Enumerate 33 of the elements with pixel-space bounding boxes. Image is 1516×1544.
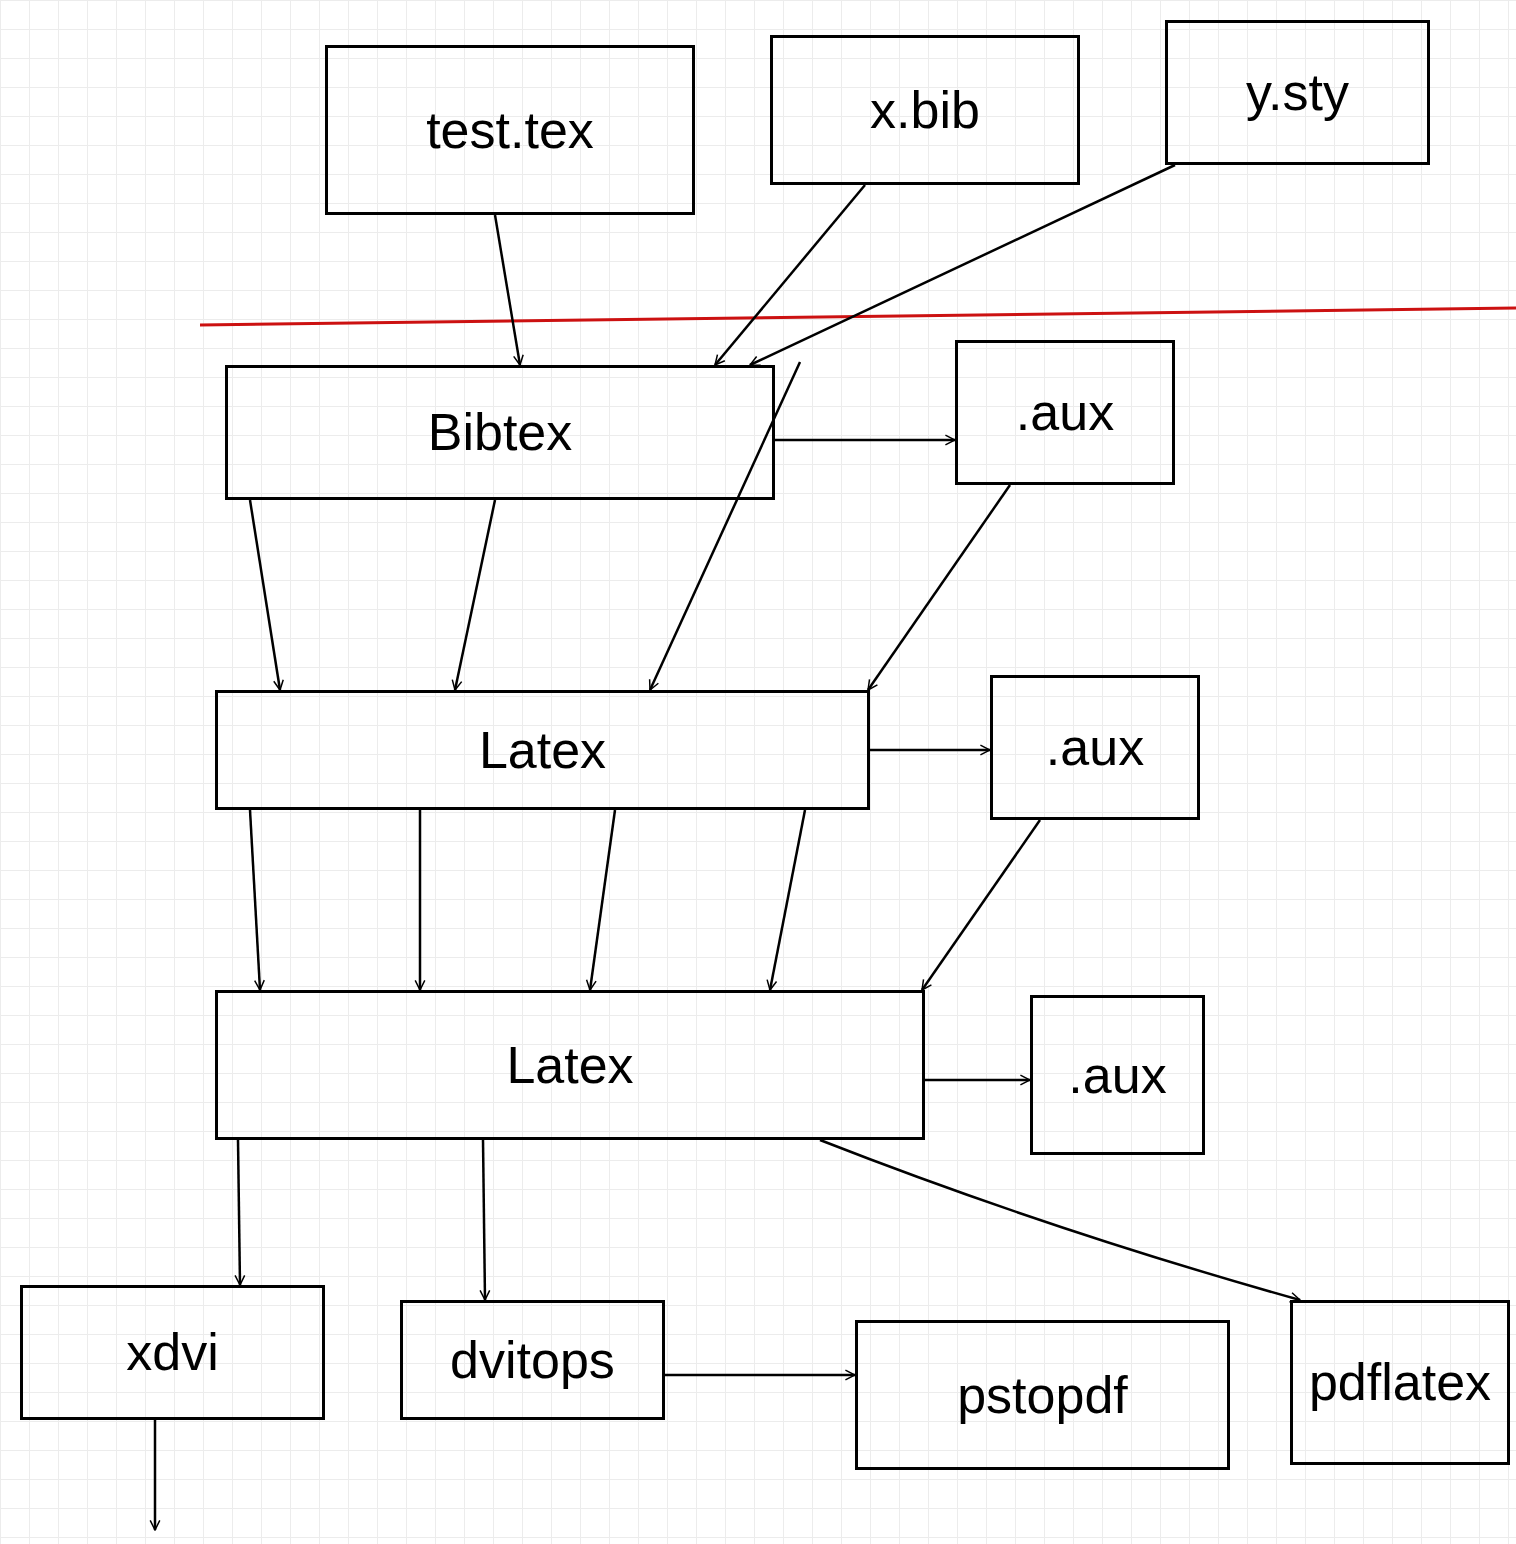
file-box: .aux xyxy=(990,675,1200,820)
arrow xyxy=(749,163,1176,367)
file-box: Bibtex xyxy=(225,365,775,500)
arrow xyxy=(248,499,284,691)
file-box: xdvi xyxy=(20,1285,325,1420)
arrow xyxy=(248,809,265,991)
arrow xyxy=(714,184,866,366)
arrow xyxy=(866,484,1012,691)
arrow xyxy=(870,744,991,756)
file-box: pdflatex xyxy=(1290,1300,1510,1465)
arrow xyxy=(648,361,802,691)
arrow xyxy=(493,214,524,366)
file-box: .aux xyxy=(1030,995,1205,1155)
arrow xyxy=(149,1420,161,1531)
arrow xyxy=(819,1138,1301,1303)
file-box: x.bib xyxy=(770,35,1080,185)
file-box: y.sty xyxy=(1165,20,1430,165)
arrow xyxy=(234,1140,246,1286)
file-box: Latex xyxy=(215,690,870,810)
arrow xyxy=(414,810,426,991)
arrow xyxy=(479,1140,491,1301)
arrow xyxy=(665,1369,856,1381)
arrow xyxy=(451,499,497,691)
arrow xyxy=(920,819,1042,991)
arrow xyxy=(775,434,956,446)
file-box: dvitops xyxy=(400,1300,665,1420)
file-box: .aux xyxy=(955,340,1175,485)
file-box: pstopdf xyxy=(855,1320,1230,1470)
arrow xyxy=(925,1074,1031,1086)
file-box: Latex xyxy=(215,990,925,1140)
arrow xyxy=(766,809,807,991)
file-box: test.tex xyxy=(325,45,695,215)
arrow xyxy=(585,809,617,991)
